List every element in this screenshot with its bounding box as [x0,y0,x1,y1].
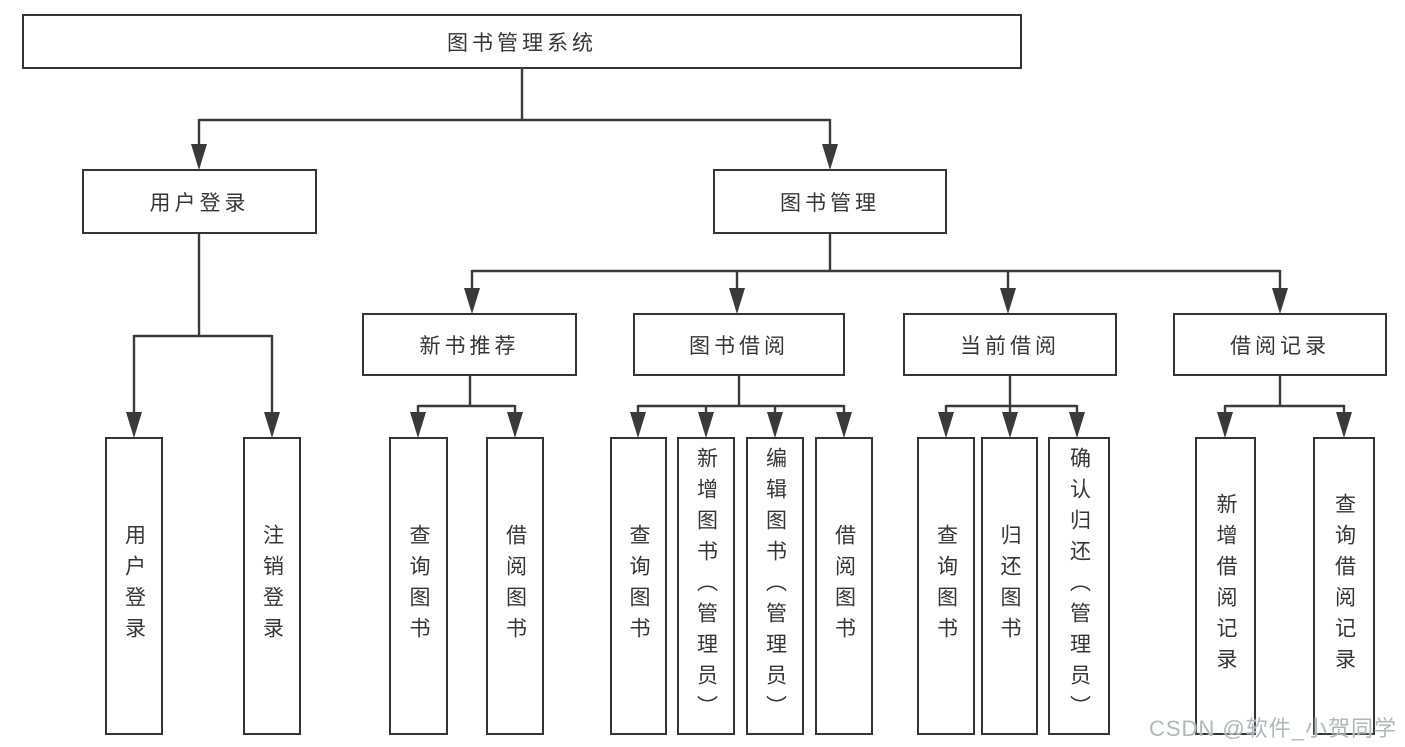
leaf-add-borrow-record: 新增借阅记录 [1195,437,1256,735]
leaf-edit-books-admin: 编辑图书（管理员） [746,437,804,735]
leaf-query-books-borrow: 查询图书 [610,437,667,735]
node-current-borrowing: 当前借阅 [903,313,1117,376]
node-book-management: 图书管理 [713,169,947,234]
leaf-query-books-current: 查询图书 [917,437,975,735]
leaf-confirm-return-admin: 确认归还（管理员） [1048,437,1110,735]
leaf-label: 确认归还（管理员） [1067,446,1091,726]
leaf-label: 归还图书 [998,524,1021,648]
leaf-label: 新增图书（管理员） [694,446,718,726]
leaf-query-books-recommend: 查询图书 [389,437,448,735]
leaf-query-borrow-record: 查询借阅记录 [1313,437,1375,735]
leaf-label: 借阅图书 [503,524,527,648]
leaf-return-books: 归还图书 [981,437,1038,735]
node-book-borrowing: 图书借阅 [633,313,845,376]
leaf-label: 查询借阅记录 [1332,493,1356,679]
node-library-management-system: 图书管理系统 [22,14,1022,69]
leaf-borrow-books-recommend: 借阅图书 [486,437,544,735]
node-borrowing-records: 借阅记录 [1173,313,1387,376]
csdn-watermark: CSDN @软件_小贺同学 [1148,716,1397,741]
node-user-login: 用户登录 [82,169,317,234]
leaf-label: 用户登录 [122,524,146,648]
leaf-add-books-admin: 新增图书（管理员） [677,437,735,735]
leaf-user-login: 用户登录 [105,437,163,735]
leaf-logout: 注销登录 [243,437,301,735]
leaf-label: 新增借阅记录 [1214,493,1237,679]
leaf-borrow-books: 借阅图书 [815,437,873,735]
leaf-label: 借阅图书 [832,524,856,648]
leaf-label: 查询图书 [934,524,958,648]
leaf-label: 查询图书 [407,524,430,648]
leaf-label: 注销登录 [260,524,284,648]
leaf-label: 查询图书 [627,524,650,648]
leaf-label: 编辑图书（管理员） [763,446,787,726]
node-new-book-recommendation: 新书推荐 [362,313,577,376]
